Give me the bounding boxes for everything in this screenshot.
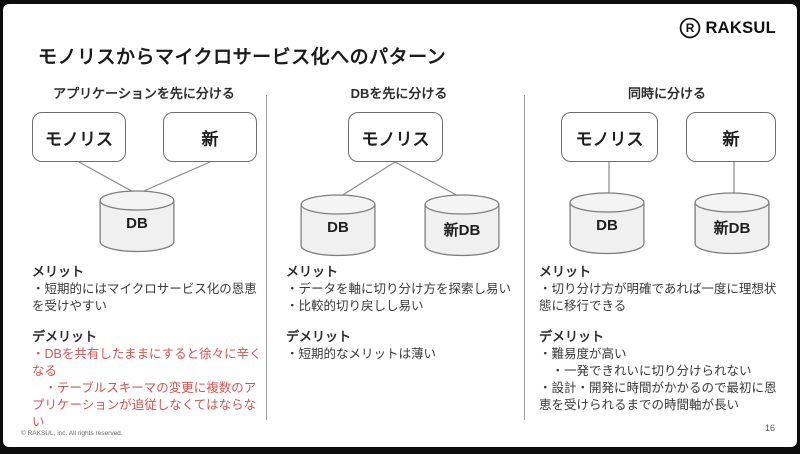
- demerit-item: ・設計・開発に時間がかかるので最初に恩恵を受けられるまでの時間軸が長い: [539, 381, 777, 412]
- raksul-logo: R RAKSUL: [679, 17, 776, 39]
- logomark-letter: R: [686, 21, 695, 35]
- connector-lines: [78, 161, 735, 199]
- node-box-new: 新: [686, 112, 776, 162]
- demerit-title: デメリット: [539, 329, 605, 344]
- merit-item: ・データを軸に切り分け方を探索し易い: [286, 282, 512, 296]
- db-cylinder-icon: DB: [569, 192, 645, 255]
- node-box-monolith: モノリス: [348, 112, 443, 162]
- merit-item: ・短期的にはマイクロサービス化の恩恵を受けやすい: [32, 282, 257, 313]
- merit-title: メリット: [539, 264, 592, 279]
- column-text-split-app-first: メリット ・短期的にはマイクロサービス化の恩恵を受けやすい デメリット ・DBを…: [32, 263, 262, 431]
- cylinder-label: DB: [596, 217, 618, 234]
- page-title: モノリスからマイクロサービス化へのパターン: [38, 47, 447, 68]
- node-box-new: 新: [163, 112, 257, 162]
- demerit-item: ・短期的なメリットは薄い: [286, 347, 437, 361]
- db-cylinder-icon: DB: [300, 194, 376, 257]
- column-divider: [524, 95, 525, 420]
- footer-copyright: © RAKSUL, inc. All rights reserved.: [21, 430, 123, 437]
- merit-title: メリット: [286, 264, 339, 279]
- column-header-split-app-first: アプリケーションを先に分ける: [53, 86, 235, 101]
- slide: モノリスからマイクロサービス化へのパターン R RAKSUL アプリケーションを…: [3, 4, 797, 447]
- node-box-monolith: モノリス: [561, 112, 658, 162]
- db-cylinder-icon: DB: [99, 190, 175, 253]
- demerit-item: ・DBを共有したままにすると徐々に辛くなる: [32, 347, 262, 378]
- raksul-wordmark: RAKSUL: [705, 18, 776, 37]
- merit-title: メリット: [32, 264, 85, 279]
- column-header-split-db-first: DBを先に分ける: [350, 86, 448, 101]
- demerit-title: デメリット: [32, 329, 98, 344]
- column-text-split-db-first: メリット ・データを軸に切り分け方を探索し易い ・比較的切り戻しし易い デメリッ…: [286, 263, 512, 363]
- page-number: 16: [764, 423, 775, 433]
- demerit-item: ・一発できれいに切り分けられない: [539, 364, 752, 378]
- merit-item: ・切り分け方が明確であれば一度に理想状態に移行できる: [539, 282, 777, 313]
- column-text-split-simultaneously: メリット ・切り分け方が明確であれば一度に理想状態に移行できる デメリット ・難…: [539, 263, 780, 414]
- demerit-item: ・難易度が高い: [539, 347, 627, 361]
- column-divider: [266, 95, 267, 420]
- cylinder-label: DB: [327, 219, 349, 236]
- new-db-cylinder-icon: 新DB: [694, 192, 770, 255]
- new-db-cylinder-icon: 新DB: [424, 194, 500, 257]
- cylinder-label: 新DB: [443, 222, 481, 239]
- cylinder-label: DB: [126, 215, 148, 232]
- raksul-logomark-icon: R: [680, 17, 701, 39]
- column-header-split-simultaneously: 同時に分ける: [627, 86, 706, 101]
- demerit-item: ・テーブルスキーマの変更に複数のアプリケーションが追従しなくてはならない: [32, 381, 257, 429]
- merit-item: ・比較的切り戻しし易い: [286, 299, 424, 313]
- demerit-title: デメリット: [286, 329, 352, 344]
- cylinder-label: 新DB: [713, 220, 751, 237]
- node-box-monolith: モノリス: [32, 112, 126, 162]
